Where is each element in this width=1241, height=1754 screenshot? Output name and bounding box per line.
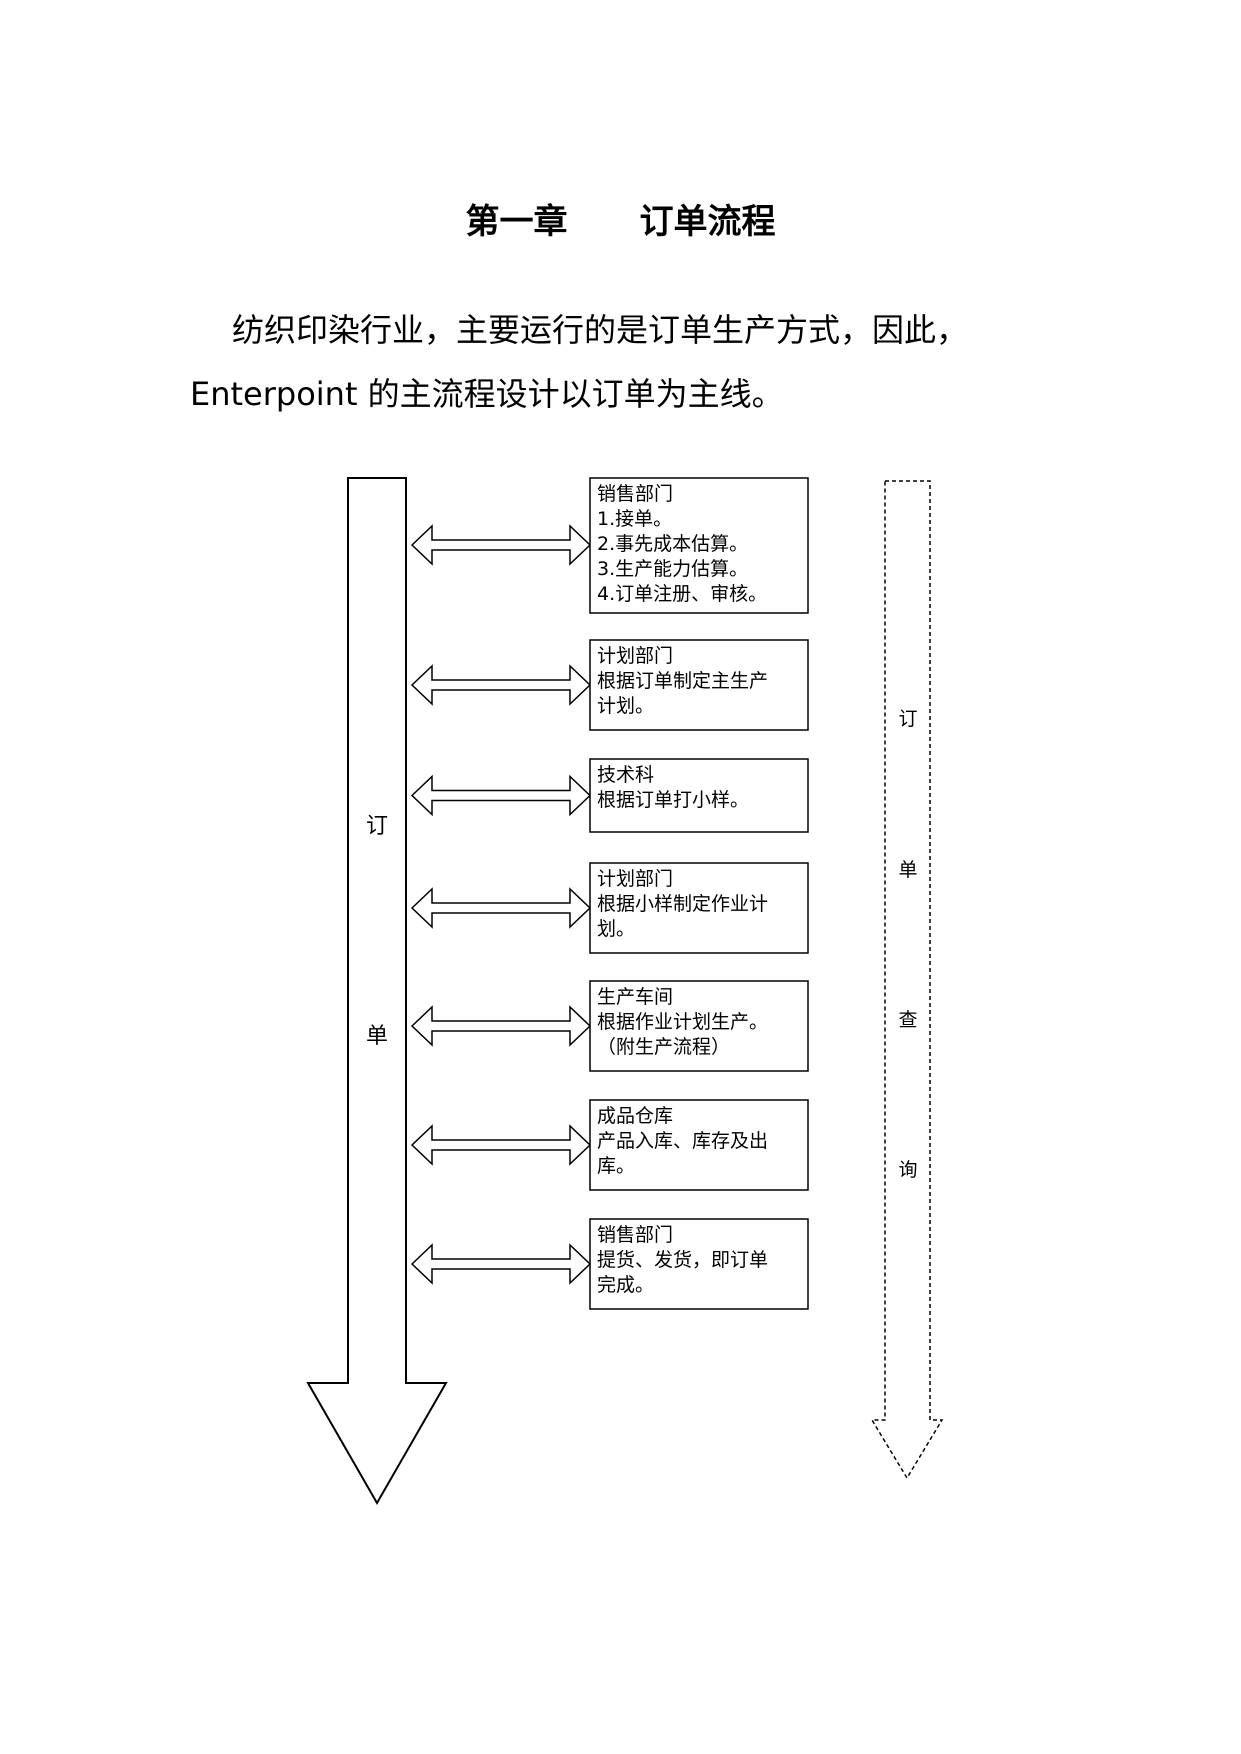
intro-paragraph: 纺织印染行业，主要运行的是订单生产方式，因此，Enterpoint 的主流程设计… <box>190 311 969 413</box>
order-query-arrow <box>870 480 944 1480</box>
step-description-line: 根据订单打小样。 <box>597 789 750 811</box>
step-box-text: 生产车间根据作业计划生产。 （附生产流程） <box>597 985 768 1060</box>
chapter-number: 第一章 <box>465 202 568 242</box>
step-box-text: 计划部门根据小样制定作业计划。 <box>597 867 768 942</box>
step-department: 销售部门 <box>597 483 674 505</box>
step-box-text: 销售部门提货、发货，即订单完成。 <box>597 1223 768 1298</box>
step-description-line: 3.生产能力估算。 <box>597 558 749 580</box>
step-description-line: 1.接单。 <box>597 508 673 530</box>
step-description-line: 根据作业计划生产。 <box>597 1011 769 1033</box>
step-description-line: 完成。 <box>597 1274 655 1296</box>
main-label-char-2: 单 <box>365 1024 388 1049</box>
double-arrow <box>410 664 592 706</box>
step-department: 成品仓库 <box>597 1105 674 1127</box>
step-box <box>589 639 809 731</box>
double-arrow <box>410 1124 592 1166</box>
double-arrow <box>410 1005 592 1047</box>
query-label-char-4: 询 <box>898 1159 918 1181</box>
step-box-text: 技术科根据订单打小样。 <box>597 763 749 813</box>
step-description-line: 提货、发货，即订单 <box>597 1249 769 1271</box>
main-label-char-1: 订 <box>365 814 388 839</box>
step-description-line: 划。 <box>597 918 636 940</box>
query-label-char-2: 单 <box>898 859 918 881</box>
step-description-line: 4.订单注册、审核。 <box>597 583 768 605</box>
step-department: 生产车间 <box>597 986 674 1008</box>
step-box <box>589 758 809 833</box>
step-description-line: 2.事先成本估算。 <box>597 533 749 555</box>
main-order-arrow <box>306 477 448 1506</box>
step-description-line: 产品入库、库存及出 <box>597 1130 769 1152</box>
step-department: 计划部门 <box>597 645 674 667</box>
step-description-line: 根据小样制定作业计 <box>597 893 769 915</box>
step-box-text: 销售部门 1.接单。 2.事先成本估算。 3.生产能力估算。 4.订单注册、审核。 <box>597 482 767 607</box>
step-department: 技术科 <box>597 764 655 786</box>
step-box <box>589 862 809 954</box>
step-description-line: 库。 <box>597 1155 636 1177</box>
step-department: 计划部门 <box>597 868 674 890</box>
step-description-line: 根据订单制定主生产 <box>597 670 769 692</box>
step-description-line: 计划。 <box>597 695 655 717</box>
step-box <box>589 477 809 614</box>
step-department: 销售部门 <box>597 1224 674 1246</box>
double-arrow <box>410 524 592 566</box>
step-box <box>589 1099 809 1191</box>
chapter-title: 第一章 订单流程 <box>0 200 1241 244</box>
chapter-name: 订单流程 <box>639 202 776 242</box>
step-box <box>589 980 809 1072</box>
query-label-char-1: 订 <box>898 708 918 730</box>
double-arrow <box>410 887 592 929</box>
step-box-text: 计划部门根据订单制定主生产计划。 <box>597 644 768 719</box>
double-arrow <box>410 774 592 817</box>
double-arrow <box>410 1243 592 1285</box>
step-box <box>589 1218 809 1310</box>
query-label-char-3: 查 <box>898 1009 918 1031</box>
step-box-text: 成品仓库产品入库、库存及出库。 <box>597 1104 768 1179</box>
step-description-line: （附生产流程） <box>597 1036 731 1058</box>
